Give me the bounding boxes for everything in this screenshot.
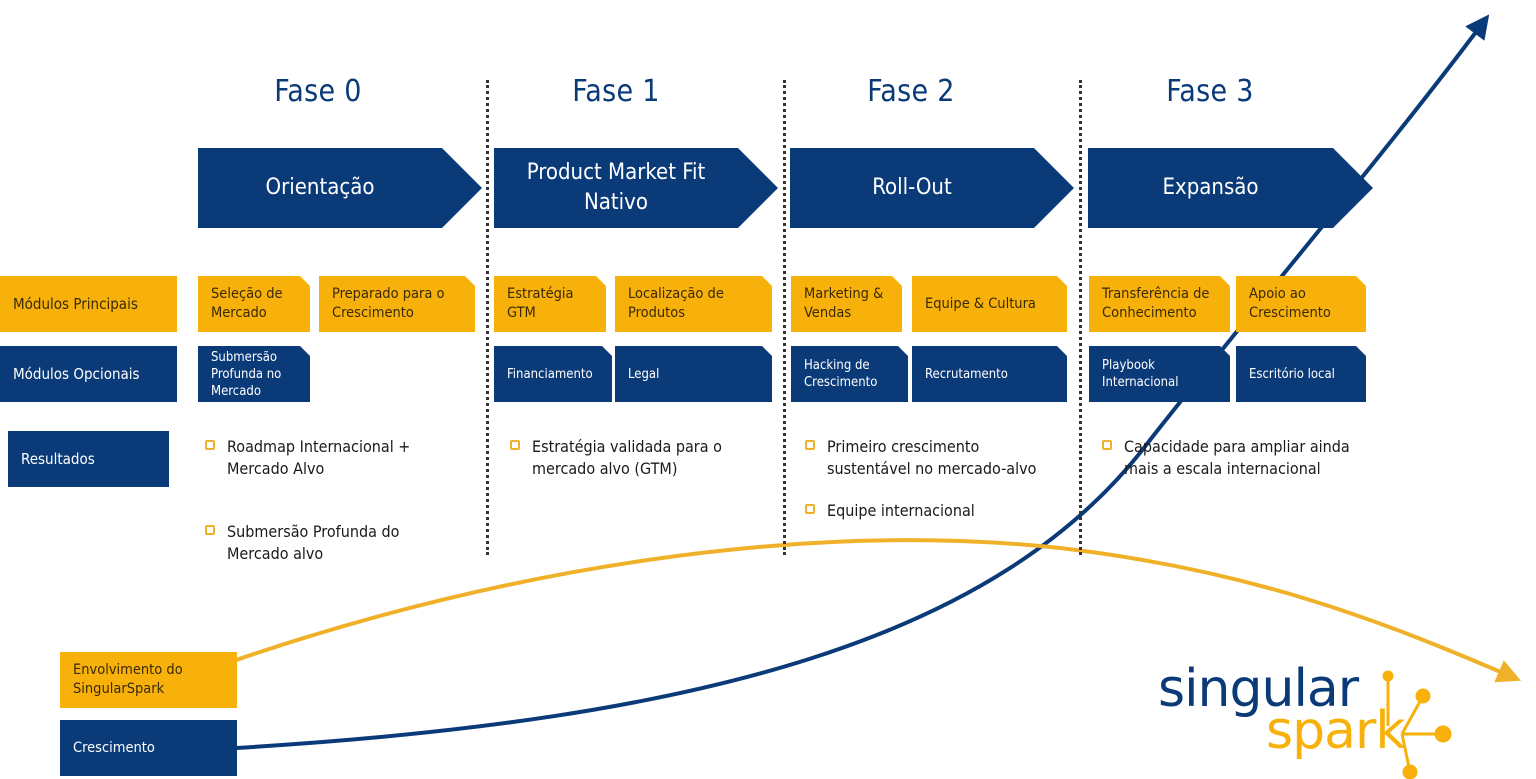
phase-divider xyxy=(1079,80,1082,555)
core-module: Estratégia GTM xyxy=(494,276,606,332)
core-module: Apoio ao Crescimento xyxy=(1236,276,1366,332)
phase-title-1: Fase 1 xyxy=(572,74,660,109)
stage-label: Expansão xyxy=(1162,175,1259,200)
legend-involvement: Envolvimento do SingularSpark xyxy=(60,652,237,708)
optional-module: Recrutamento xyxy=(912,346,1067,402)
checkbox-bullet-icon xyxy=(805,504,815,514)
optional-module: Legal xyxy=(615,346,772,402)
logo-word-singular: singular xyxy=(1158,659,1359,719)
optional-module: Hacking de Crescimento xyxy=(791,346,908,402)
involvement-curve xyxy=(235,538,1522,683)
result-item: Roadmap Internacional + Mercado Alvo xyxy=(205,436,430,480)
core-module: Preparado para o Crescimento xyxy=(319,276,475,332)
stage-chevron-expansao: Expansão xyxy=(1088,148,1373,228)
core-module: Seleção de Mercado xyxy=(198,276,310,332)
checkbox-bullet-icon xyxy=(1102,440,1112,450)
core-module: Marketing & Vendas xyxy=(791,276,902,332)
stage-chevron-orientacao: Orientação xyxy=(198,148,482,228)
core-module: Transferência de Conhecimento xyxy=(1089,276,1230,332)
optional-module: Escritório local xyxy=(1236,346,1366,402)
checkbox-bullet-icon xyxy=(805,440,815,450)
result-item: Estratégia validada para o mercado alvo … xyxy=(510,436,750,480)
legend-growth: Crescimento xyxy=(60,720,237,776)
phase-title-3: Fase 3 xyxy=(1166,74,1254,109)
phase-title-2: Fase 2 xyxy=(867,74,955,109)
optional-module: Submersão Profunda no Mercado xyxy=(198,346,310,402)
core-module: Localização de Produtos xyxy=(615,276,772,332)
singularspark-logo: singular spark xyxy=(1158,659,1458,779)
result-item: Capacidade para ampliar ainda mais a esc… xyxy=(1102,436,1372,480)
optional-module: Financiamento xyxy=(494,346,612,402)
logo-word-spark: spark xyxy=(1266,701,1405,761)
optional-module: Playbook Internacional xyxy=(1089,346,1230,402)
result-item: Equipe internacional xyxy=(805,500,1065,522)
spark-node-icon xyxy=(1382,670,1452,779)
core-module: Equipe & Cultura xyxy=(912,276,1067,332)
stage-label: Orientação xyxy=(265,175,375,200)
result-item: Primeiro crescimento sustentável no merc… xyxy=(805,436,1065,480)
phase-divider xyxy=(486,80,489,555)
stage-chevron-pmf: Product Market Fit Nativo xyxy=(494,148,778,228)
row-label-core-modules: Módulos Principais xyxy=(0,276,177,332)
checkbox-bullet-icon xyxy=(205,525,215,535)
result-item: Submersão Profunda do Mercado alvo xyxy=(205,521,430,565)
stage-label: Product Market Fit Nativo xyxy=(526,160,706,215)
phase-title-0: Fase 0 xyxy=(274,74,362,109)
checkbox-bullet-icon xyxy=(205,440,215,450)
phase-divider xyxy=(783,80,786,555)
row-label-results: Resultados xyxy=(8,431,169,487)
stage-label: Roll-Out xyxy=(872,175,952,200)
stage-chevron-rollout: Roll-Out xyxy=(790,148,1074,228)
checkbox-bullet-icon xyxy=(510,440,520,450)
row-label-optional-modules: Módulos Opcionais xyxy=(0,346,177,402)
